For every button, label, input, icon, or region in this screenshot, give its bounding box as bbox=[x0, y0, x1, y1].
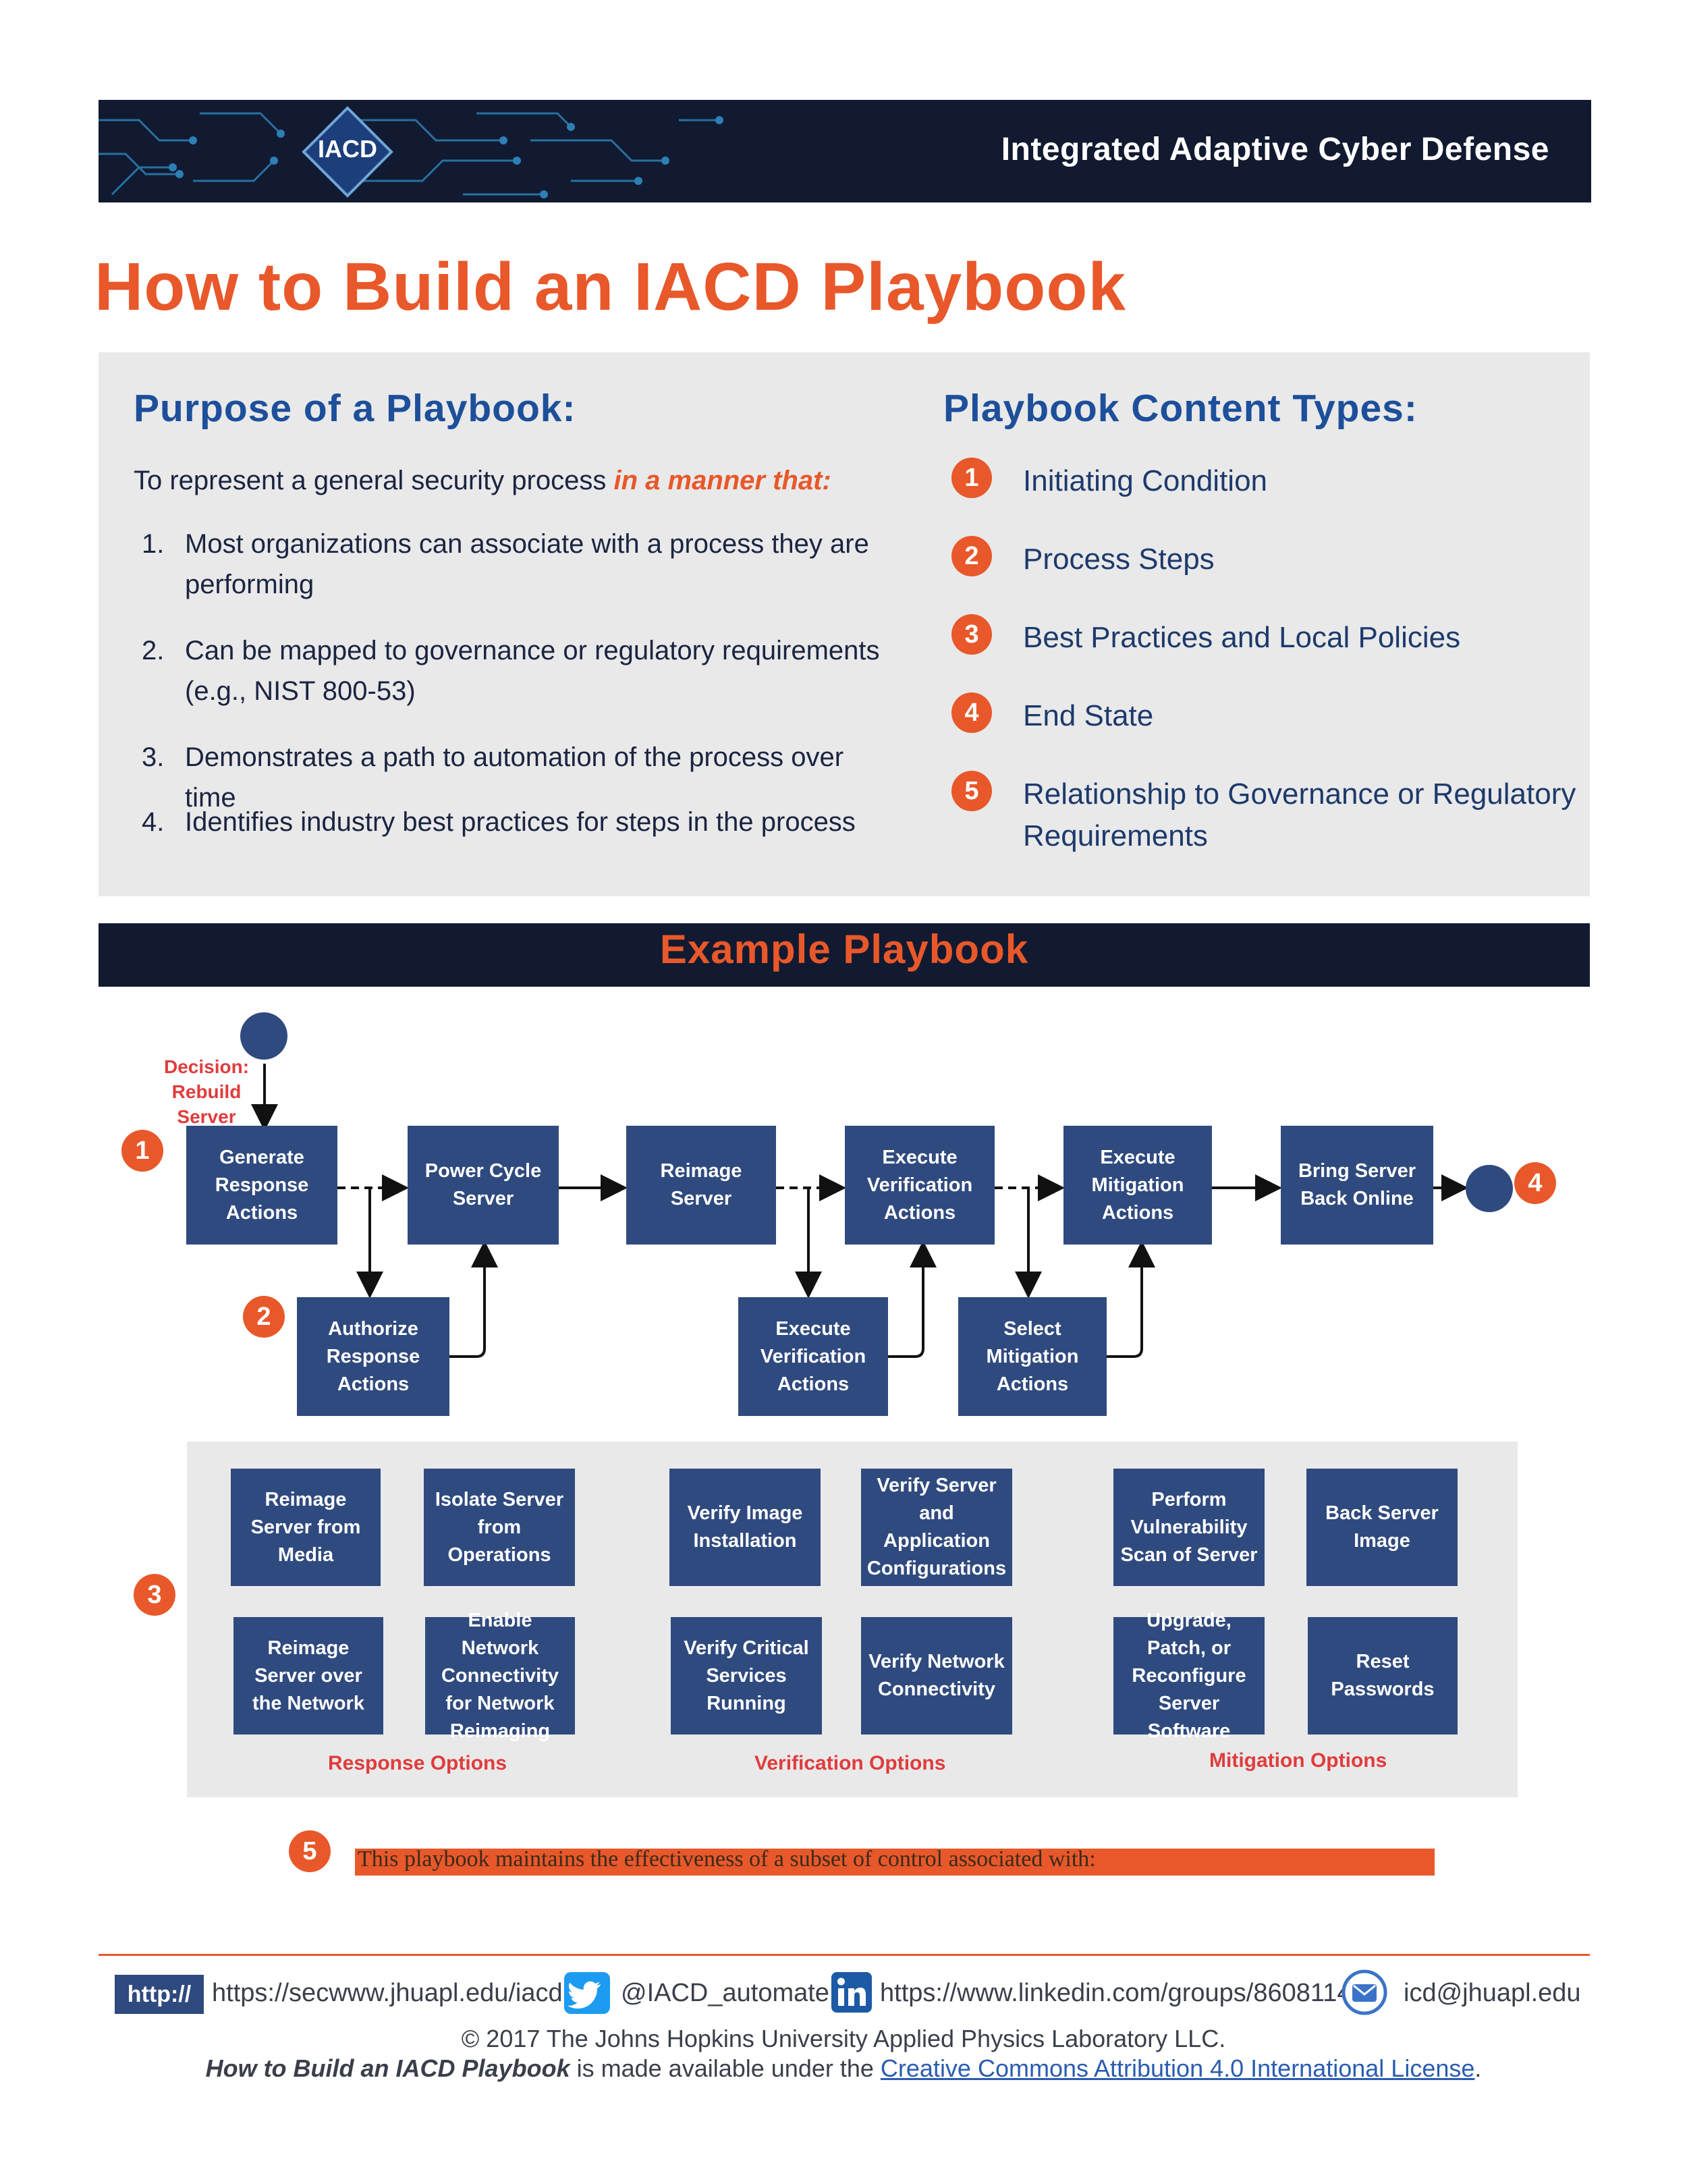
linkedin-icon bbox=[831, 1972, 872, 2013]
step-generate-response-actions: Generate Response Actions bbox=[186, 1126, 337, 1245]
content-type-badge: 1 bbox=[951, 458, 992, 498]
purpose-item: 2. Can be mapped to governance or regula… bbox=[142, 630, 884, 711]
circuit-pattern bbox=[99, 112, 723, 198]
mitigation-option: Back Server Image bbox=[1306, 1469, 1458, 1586]
mitigation-option: Perform Vulnerability Scan of Server bbox=[1113, 1469, 1265, 1586]
start-node bbox=[240, 1012, 287, 1060]
content-type-label: Initiating Condition bbox=[1023, 464, 1268, 497]
purpose-intro-accent: in a manner that: bbox=[613, 466, 831, 495]
step-bring-server-online: Bring Server Back Online bbox=[1281, 1126, 1433, 1245]
page-title: How to Build an IACD Playbook bbox=[94, 249, 1127, 325]
step-select-mitigation-actions: Select Mitigation Actions bbox=[958, 1297, 1107, 1416]
content-types-heading: Playbook Content Types: bbox=[943, 387, 1418, 430]
purpose-item-text: Most organizations can associate with a … bbox=[185, 529, 869, 599]
banner-title: Integrated Adaptive Cyber Defense bbox=[1001, 132, 1549, 167]
license-mid: is made available under the bbox=[570, 2054, 881, 2082]
content-type-label: Process Steps bbox=[1023, 543, 1215, 576]
options-panel bbox=[187, 1442, 1518, 1797]
content-type-badge: 4 bbox=[951, 692, 992, 733]
content-type-badge: 5 bbox=[951, 771, 992, 811]
step-execute-mitigation-actions: Execute Mitigation Actions bbox=[1063, 1126, 1212, 1245]
purpose-item-text: Can be mapped to governance or regulator… bbox=[185, 636, 880, 706]
response-options-label: Response Options bbox=[328, 1752, 507, 1774]
step-execute-verification-actions: Execute Verification Actions bbox=[845, 1126, 995, 1245]
license-end: . bbox=[1474, 2054, 1482, 2082]
verification-option: Verify Image Installation bbox=[669, 1469, 821, 1586]
purpose-item-num: 2. bbox=[142, 636, 165, 665]
content-type-label: End State bbox=[1023, 699, 1154, 732]
twitter-icon bbox=[564, 1972, 610, 2014]
purpose-item-text: Demonstrates a path to automation of the… bbox=[185, 742, 844, 813]
info-panel bbox=[99, 352, 1590, 896]
response-option: Reimage Server over the Network bbox=[233, 1617, 383, 1735]
license-line: How to Build an IACD Playbook is made av… bbox=[0, 2054, 1687, 2083]
verification-option: Verify Critical Services Running bbox=[671, 1617, 822, 1735]
purpose-intro: To represent a general security process … bbox=[134, 466, 831, 496]
purpose-item-num: 4. bbox=[142, 807, 165, 837]
purpose-item: 1. Most organizations can associate with… bbox=[142, 524, 884, 605]
step-badge-4: 4 bbox=[1514, 1162, 1556, 1204]
verification-option: Verify Network Connectivity bbox=[861, 1617, 1012, 1735]
example-banner bbox=[99, 923, 1590, 987]
email-icon bbox=[1342, 1969, 1387, 2015]
mitigation-options-label: Mitigation Options bbox=[1209, 1749, 1387, 1772]
license-title: How to Build an IACD Playbook bbox=[205, 2054, 570, 2082]
purpose-item: 3. Demonstrates a path to automation of … bbox=[142, 737, 884, 813]
example-title: Example Playbook bbox=[659, 927, 1029, 972]
purpose-heading: Purpose of a Playbook: bbox=[134, 387, 576, 430]
website-link[interactable]: https://secwww.jhuapl.edu/iacd bbox=[212, 1979, 563, 2007]
iacd-logo bbox=[302, 106, 393, 198]
step-power-cycle-server: Power Cycle Server bbox=[408, 1126, 559, 1245]
twitter-handle[interactable]: @IACD_automate bbox=[621, 1979, 829, 2007]
end-node bbox=[1466, 1165, 1513, 1212]
step-execute-verification-actions-sub: Execute Verification Actions bbox=[738, 1297, 888, 1416]
copyright-text: 2017 The Johns Hopkins University Applie… bbox=[486, 2025, 1226, 2052]
mitigation-option: Reset Passwords bbox=[1308, 1617, 1458, 1735]
response-option: Isolate Server from Operations bbox=[424, 1469, 575, 1586]
step-reimage-server: Reimage Server bbox=[626, 1126, 776, 1245]
governance-text: This playbook maintains the effectivenes… bbox=[358, 1847, 1096, 1872]
step-authorize-response-actions: Authorize Response Actions bbox=[297, 1297, 449, 1416]
header-banner: IACD Integrated Adaptive Cyber Defense bbox=[99, 100, 1591, 202]
step-badge-5: 5 bbox=[289, 1830, 331, 1872]
content-type-badge: 2 bbox=[951, 536, 992, 576]
response-option: Reimage Server from Media bbox=[231, 1469, 381, 1586]
purpose-item: 4. Identifies industry best practices fo… bbox=[142, 802, 884, 842]
content-type-badge: 3 bbox=[951, 614, 992, 655]
purpose-item-num: 1. bbox=[142, 529, 165, 559]
license-link[interactable]: Creative Commons Attribution 4.0 Interna… bbox=[880, 2054, 1475, 2082]
step-badge-2: 2 bbox=[243, 1296, 285, 1338]
footer-divider bbox=[99, 1954, 1590, 1956]
purpose-intro-text: To represent a general security process bbox=[134, 466, 607, 495]
verification-option: Verify Server and Application Configurat… bbox=[861, 1469, 1012, 1586]
mitigation-option: Upgrade, Patch, or Reconfigure Server So… bbox=[1113, 1610, 1265, 1742]
content-type-label: Best Practices and Local Policies bbox=[1023, 621, 1461, 654]
http-badge: http:// bbox=[115, 1975, 204, 2014]
governance-bar bbox=[355, 1849, 1435, 1876]
linkedin-link[interactable]: https://www.linkedin.com/groups/8608114 bbox=[880, 1979, 1352, 2007]
email-address[interactable]: icd@jhuapl.edu bbox=[1404, 1979, 1581, 2007]
response-option: Enable Network Connectivity for Network … bbox=[425, 1610, 575, 1742]
copyright-line: © 2017 The Johns Hopkins University Appl… bbox=[0, 2025, 1687, 2053]
purpose-item-num: 3. bbox=[142, 742, 165, 772]
logo-text: IACD bbox=[318, 135, 377, 163]
content-type-label: Relationship to Governance or Regulatory… bbox=[1023, 777, 1576, 852]
copyright-icon: © bbox=[461, 2025, 480, 2052]
step-badge-3: 3 bbox=[134, 1574, 175, 1616]
purpose-item-text: Identifies industry best practices for s… bbox=[185, 807, 856, 837]
step-badge-1: 1 bbox=[121, 1130, 163, 1172]
decision-label: Decision: Rebuild Server bbox=[163, 1056, 250, 1127]
verification-options-label: Verification Options bbox=[754, 1752, 946, 1774]
